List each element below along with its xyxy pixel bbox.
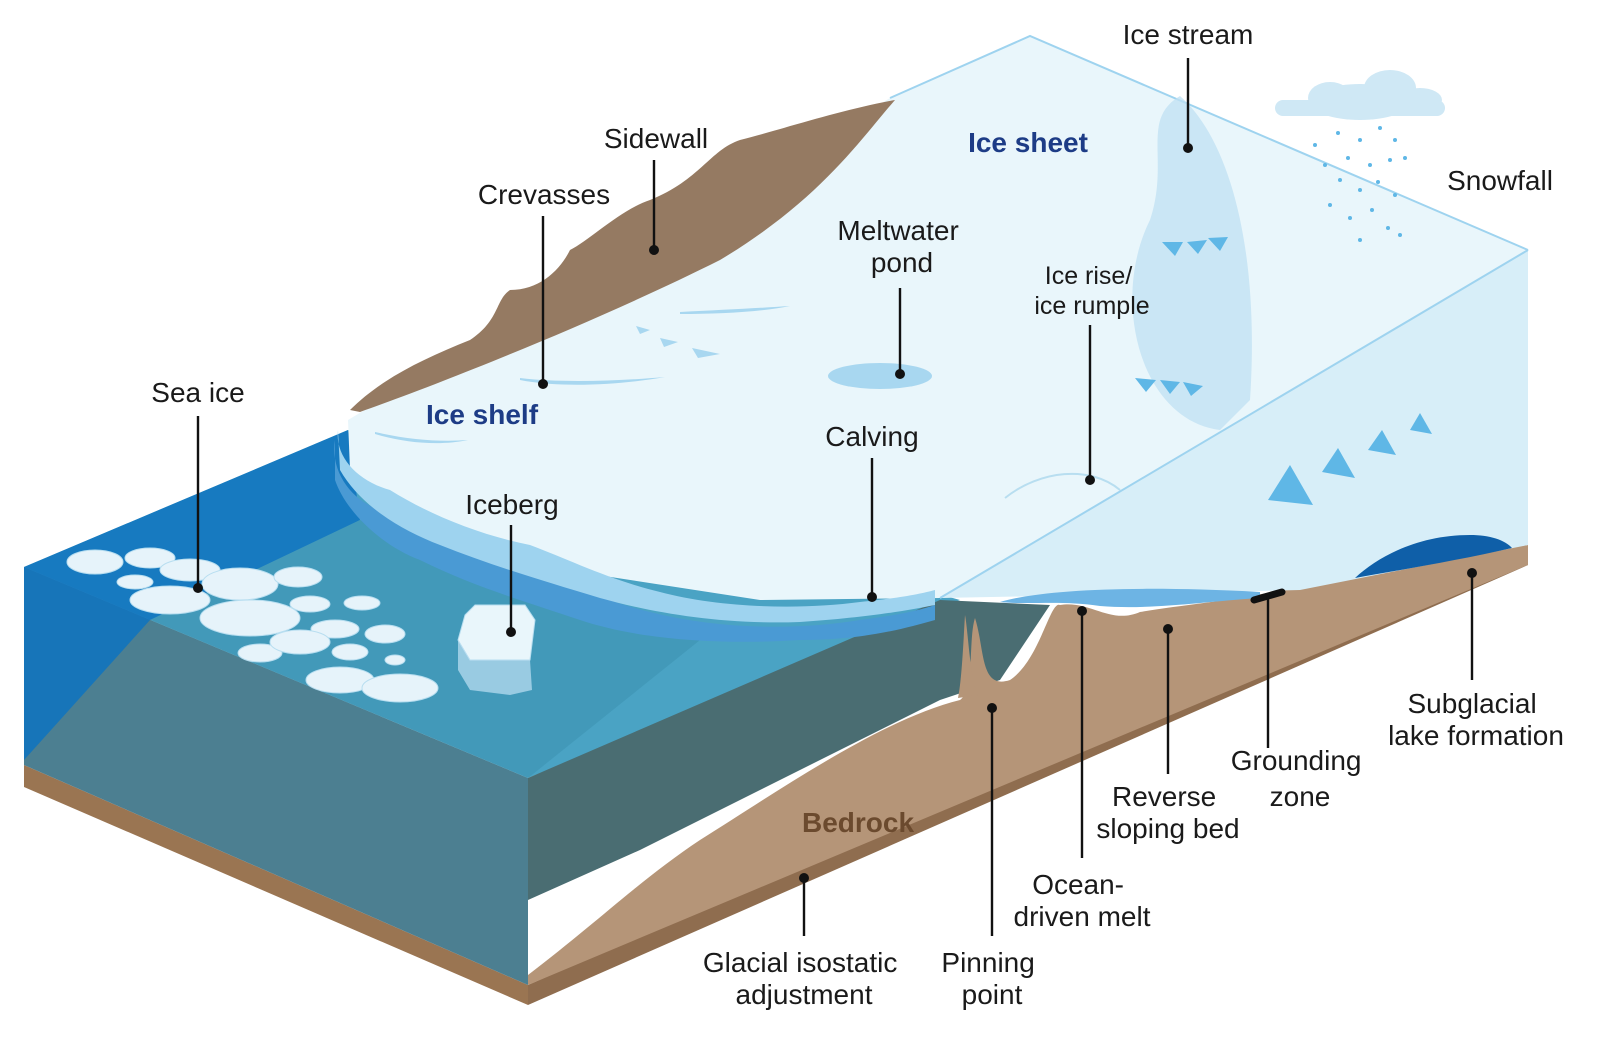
label-calving: Calving: [825, 421, 918, 452]
label-meltwater-pond: Meltwater pond: [837, 215, 966, 278]
label-ice-rise-line-2: ice rumple: [1034, 292, 1149, 320]
label-ice-rise: Ice rise/ ice rumple: [1034, 262, 1149, 320]
label-subglacial-lake-line-2: lake formation: [1388, 720, 1564, 751]
label-glacial-isostatic-line-1: Glacial isostatic: [703, 947, 898, 978]
bedrock-front-face: [528, 545, 1528, 985]
cloud-icon: [1275, 70, 1445, 120]
subglacial-lake-shape: [1355, 535, 1512, 578]
label-sidewall: Sidewall: [604, 123, 708, 154]
label-sea-ice: Sea ice: [151, 377, 244, 408]
leaders: [193, 58, 1477, 936]
label-ocean-driven-melt-line-2: driven melt: [1014, 901, 1151, 932]
label-ice-stream: Ice stream: [1123, 19, 1254, 50]
label-reverse-sloping-bed: Reverse sloping bed: [1096, 781, 1239, 844]
sea-ice-floes: [66, 547, 439, 703]
label-crevasses: Crevasses: [478, 179, 610, 210]
label-pinning-point-line-2: point: [962, 979, 1023, 1010]
crevasse-marks: [375, 306, 790, 444]
label-subglacial-lake-line-1: Subglacial: [1408, 688, 1537, 719]
snowfall-icon: [1313, 126, 1407, 242]
ice-shelf-edge-dark: [334, 440, 936, 642]
flow-arrows: [1135, 237, 1432, 505]
region-label-bedrock: Bedrock: [802, 807, 914, 838]
ice-rise-shape: [1004, 472, 1121, 499]
region-label-ice-shelf: Ice shelf: [426, 399, 539, 430]
label-meltwater-pond-line-1: Meltwater: [837, 215, 958, 246]
label-subglacial-lake: Subglacial lake formation: [1388, 688, 1564, 751]
label-ice-rise-line-1: Ice rise/: [1045, 262, 1133, 290]
ocean-cavity: [528, 600, 1050, 900]
label-meltwater-pond-line-2: pond: [871, 247, 933, 278]
label-grounding-zone-line-2: zone: [1270, 781, 1331, 812]
label-iceberg: Iceberg: [465, 489, 558, 520]
ice-shelf-edge-mid: [337, 430, 936, 623]
label-glacial-isostatic-line-2: adjustment: [736, 979, 873, 1010]
meltwater-pond-shape: [828, 363, 932, 389]
label-glacial-isostatic-adjustment: Glacial isostatic adjustment: [703, 947, 905, 1010]
region-label-ice-sheet: Ice sheet: [968, 127, 1088, 158]
ice-edge-outline: [939, 249, 1529, 599]
iceberg-shape: [457, 604, 536, 695]
subglacial-water-under-shelf: [1000, 588, 1260, 608]
bedrock-bottom-left: [24, 765, 528, 1005]
label-reverse-sloping-bed-line-1: Reverse: [1112, 781, 1216, 812]
label-pinning-point-line-1: Pinning: [941, 947, 1034, 978]
label-snowfall: Snowfall: [1447, 165, 1553, 196]
label-ocean-driven-melt-line-1: Ocean-: [1032, 869, 1124, 900]
sidewall-rock: [350, 100, 895, 412]
label-reverse-sloping-bed-line-2: sloping bed: [1096, 813, 1239, 844]
ocean-left-face: [24, 567, 528, 985]
label-grounding-zone-line-1: Grounding: [1231, 745, 1362, 776]
label-pinning-point: Pinning point: [941, 947, 1042, 1010]
ice-top-outline: [889, 34, 1529, 251]
label-ocean-driven-melt: Ocean- driven melt: [1014, 869, 1151, 932]
ice-stream-band: [1132, 96, 1252, 430]
pinning-point-shape: [958, 615, 978, 698]
label-grounding-zone: Grounding zone: [1231, 745, 1370, 812]
